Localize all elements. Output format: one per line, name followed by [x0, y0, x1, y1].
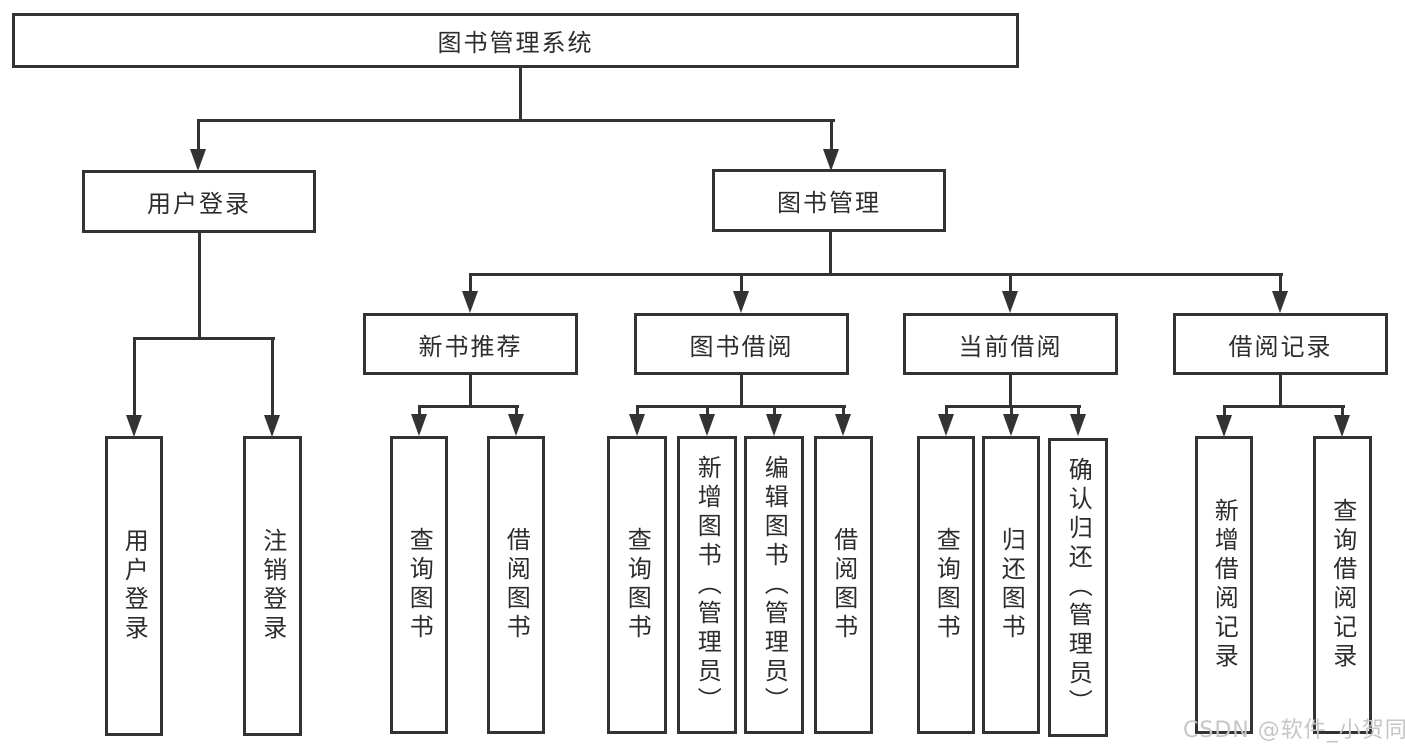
arrow-down-icon	[699, 414, 715, 436]
arrow-down-icon	[629, 414, 645, 436]
line-borrow-records-stem	[1279, 375, 1282, 405]
node-edit-books-admin-label: 编辑图书（管理员）	[760, 454, 789, 716]
node-current-borrow-label: 当前借阅	[958, 332, 1063, 361]
line-drop	[1010, 405, 1013, 417]
arrow-down-icon	[462, 291, 478, 313]
node-confirm-return-admin: 确认归还（管理员）	[1048, 438, 1108, 737]
node-add-books-admin-label: 新增图书（管理员）	[693, 454, 722, 716]
line-drop	[197, 119, 200, 151]
node-borrow-search-books-label: 查询图书	[623, 527, 652, 643]
node-confirm-return-admin-label: 确认归还（管理员）	[1064, 457, 1093, 718]
line-book-management-stem	[829, 232, 832, 273]
node-book-management-label: 图书管理	[777, 189, 881, 217]
line-drop	[1341, 405, 1344, 417]
node-add-borrow-record-label: 新增借阅记录	[1210, 498, 1239, 672]
node-user-login-action: 用户登录	[105, 436, 163, 736]
node-search-borrow-record: 查询借阅记录	[1313, 436, 1372, 734]
arrow-down-icon	[766, 414, 782, 436]
node-new-book-recommend-label: 新书推荐	[418, 332, 523, 361]
line-drop	[469, 273, 472, 294]
node-user-login: 用户登录	[82, 170, 316, 233]
line-book-management-rail	[470, 273, 1283, 276]
line-current-borrow-rail	[946, 405, 1081, 408]
line-drop	[636, 405, 639, 417]
node-recommend-search-books-label: 查询图书	[405, 527, 434, 643]
arrow-down-icon	[1272, 291, 1288, 313]
node-current-search-books-label: 查询图书	[932, 527, 961, 643]
node-book-borrow-label: 图书借阅	[689, 332, 794, 361]
node-current-search-books: 查询图书	[917, 436, 975, 734]
arrow-down-icon	[126, 415, 142, 437]
line-drop	[418, 405, 421, 417]
node-borrow-books-action-label: 借阅图书	[829, 527, 858, 643]
node-recommend-borrow-books-label: 借阅图书	[502, 527, 531, 643]
line-drop	[271, 337, 274, 417]
line-book-borrow-rail	[637, 405, 846, 408]
node-new-book-recommend: 新书推荐	[363, 313, 578, 375]
line-new-book-stem	[469, 375, 472, 405]
arrow-down-icon	[1003, 414, 1019, 436]
arrow-down-icon	[264, 415, 280, 437]
line-current-borrow-stem	[1009, 375, 1012, 405]
arrow-down-icon	[1002, 291, 1018, 313]
node-add-books-admin: 新增图书（管理员）	[677, 436, 737, 734]
line-root-stem	[519, 68, 522, 119]
node-borrow-search-books: 查询图书	[607, 436, 667, 734]
line-user-login-stem	[198, 233, 201, 337]
line-new-book-rail	[419, 405, 519, 408]
arrow-down-icon	[823, 149, 839, 171]
line-drop	[740, 273, 743, 294]
line-drop	[830, 119, 833, 151]
arrow-down-icon	[1070, 414, 1086, 436]
line-drop	[706, 405, 709, 417]
arrow-down-icon	[411, 414, 427, 436]
node-logout-action-label: 注销登录	[258, 528, 287, 644]
line-book-borrow-stem	[740, 375, 743, 405]
line-drop	[945, 405, 948, 417]
line-user-login-rail	[134, 337, 275, 340]
arrow-down-icon	[938, 414, 954, 436]
line-drop	[1279, 273, 1282, 294]
node-return-books-label: 归还图书	[997, 527, 1026, 643]
watermark-text: CSDN @软件_小贺同学	[1183, 718, 1405, 743]
arrow-down-icon	[190, 149, 206, 171]
node-return-books: 归还图书	[982, 436, 1040, 734]
node-recommend-borrow-books: 借阅图书	[487, 436, 545, 734]
node-root: 图书管理系统	[12, 13, 1019, 68]
arrow-down-icon	[508, 414, 524, 436]
line-drop	[1009, 273, 1012, 294]
node-borrow-books-action: 借阅图书	[814, 436, 873, 734]
node-book-borrow: 图书借阅	[634, 313, 849, 375]
arrow-down-icon	[1216, 415, 1232, 437]
arrow-down-icon	[835, 414, 851, 436]
node-user-login-action-label: 用户登录	[120, 528, 149, 644]
node-borrow-records: 借阅记录	[1173, 313, 1388, 375]
node-root-label: 图书管理系统	[437, 29, 594, 57]
line-borrow-records-rail	[1224, 405, 1345, 408]
line-drop	[133, 337, 136, 417]
line-drop	[842, 405, 845, 417]
node-book-management: 图书管理	[712, 169, 946, 232]
node-logout-action: 注销登录	[243, 436, 302, 736]
node-borrow-records-label: 借阅记录	[1228, 332, 1333, 361]
line-root-rail	[197, 119, 835, 122]
node-edit-books-admin: 编辑图书（管理员）	[744, 436, 804, 734]
line-drop	[1223, 405, 1226, 417]
node-current-borrow: 当前借阅	[903, 313, 1118, 375]
node-add-borrow-record: 新增借阅记录	[1195, 436, 1253, 734]
line-drop	[515, 405, 518, 417]
line-drop	[1077, 405, 1080, 417]
line-drop	[773, 405, 776, 417]
arrow-down-icon	[1334, 415, 1350, 437]
arrow-down-icon	[733, 291, 749, 313]
node-search-borrow-record-label: 查询借阅记录	[1328, 498, 1357, 672]
node-user-login-label: 用户登录	[147, 190, 251, 218]
node-recommend-search-books: 查询图书	[390, 436, 448, 734]
